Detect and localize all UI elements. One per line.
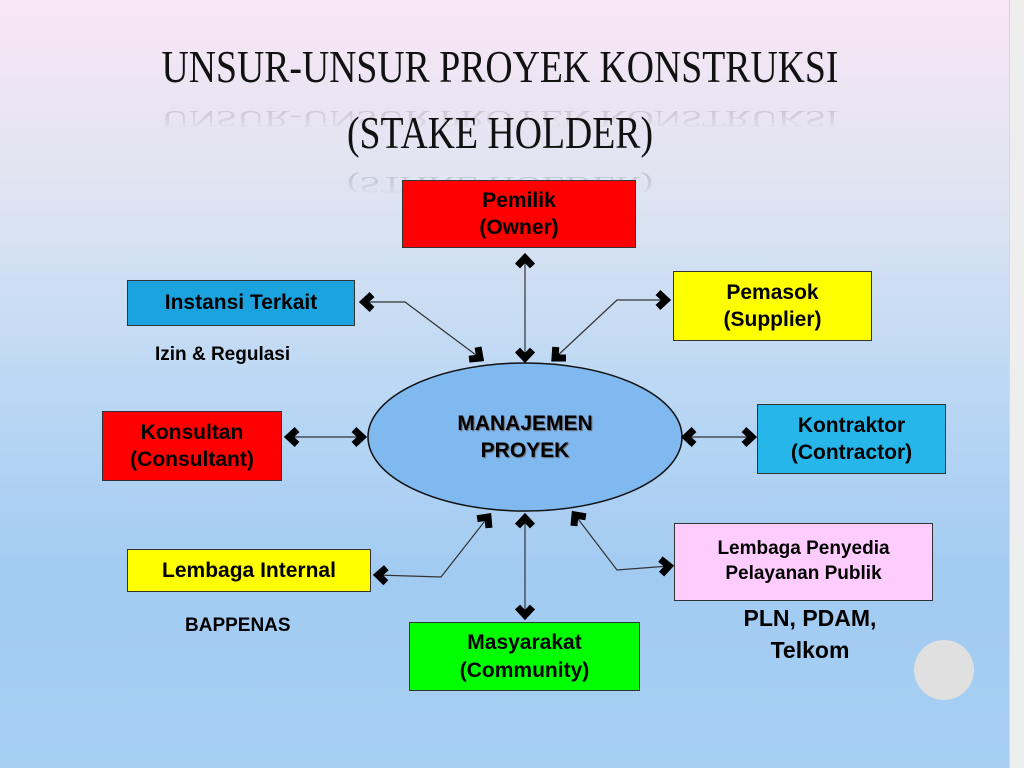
consultant-arrowhead-icon: [351, 426, 368, 448]
node-consultant: Konsultan (Consultant): [102, 411, 282, 481]
public-service-arrowhead-icon: [658, 556, 675, 577]
agency-connector: [364, 301, 481, 359]
contractor-arrowhead-icon: [741, 426, 758, 448]
internal-label: Lembaga Internal: [162, 558, 336, 582]
owner-sublabel: (Owner): [479, 216, 559, 239]
agency-label: Instansi Terkait: [164, 291, 318, 315]
node-contractor: Kontraktor (Contractor): [757, 404, 946, 474]
contractor-arrowhead-icon: [680, 426, 697, 448]
public-service-arrowhead-icon: [570, 510, 587, 527]
public-service-label: Lembaga Penyedia: [717, 538, 890, 560]
public-service-sublabel: Pelayanan Publik: [725, 563, 882, 584]
center-label-1: MANAJEMEN: [457, 411, 593, 435]
internal-arrowhead-icon: [372, 565, 389, 586]
note-internal: BAPPENAS: [185, 615, 291, 636]
note-agency: Izin & Regulasi: [155, 344, 291, 365]
node-supplier: Pemasok (Supplier): [673, 271, 872, 341]
note-public-service-1: PLN, PDAM,: [743, 605, 877, 631]
contractor-sublabel: (Contractor): [790, 441, 913, 464]
title-line-1: UNSUR-UNSUR PROYEK KONSTRUKSI: [161, 41, 839, 92]
supplier-connector: [554, 299, 666, 359]
note-public-service-2: Telkom: [770, 637, 850, 663]
community-arrowhead-icon: [514, 604, 536, 621]
slide-edge: [1009, 0, 1024, 768]
node-agency: Instansi Terkait: [127, 280, 355, 326]
decorative-circle: [914, 640, 974, 700]
internal-arrowhead-icon: [476, 512, 493, 529]
community-sublabel: (Community): [459, 658, 590, 682]
node-internal: Lembaga Internal: [127, 549, 371, 592]
supplier-arrowhead-icon: [655, 289, 672, 311]
agency-arrowhead-icon: [358, 291, 375, 313]
owner-arrowhead-icon: [514, 252, 536, 269]
consultant-sublabel: (Consultant): [130, 448, 254, 471]
contractor-label: Kontraktor: [797, 413, 906, 437]
center-label-2: PROYEK: [480, 439, 570, 462]
public-service-connector: [574, 514, 670, 571]
agency-arrowhead-icon: [468, 346, 485, 363]
consultant-label: Konsultan: [140, 420, 244, 444]
community-arrowhead-icon: [514, 512, 536, 529]
node-community: Masyarakat (Community): [409, 622, 640, 691]
title-line-2: (STAKE HOLDER): [346, 107, 654, 158]
node-owner: Pemilik (Owner): [402, 180, 636, 248]
supplier-arrowhead-icon: [551, 346, 567, 362]
consultant-arrowhead-icon: [283, 426, 300, 448]
supplier-label: Pemasok: [726, 280, 819, 304]
owner-label: Pemilik: [482, 188, 556, 212]
owner-arrowhead-icon: [514, 347, 536, 364]
internal-connector: [377, 516, 489, 578]
community-label: Masyarakat: [467, 631, 582, 655]
supplier-sublabel: (Supplier): [723, 308, 822, 331]
center-node: MANAJEMEN PROYEK: [368, 363, 682, 511]
